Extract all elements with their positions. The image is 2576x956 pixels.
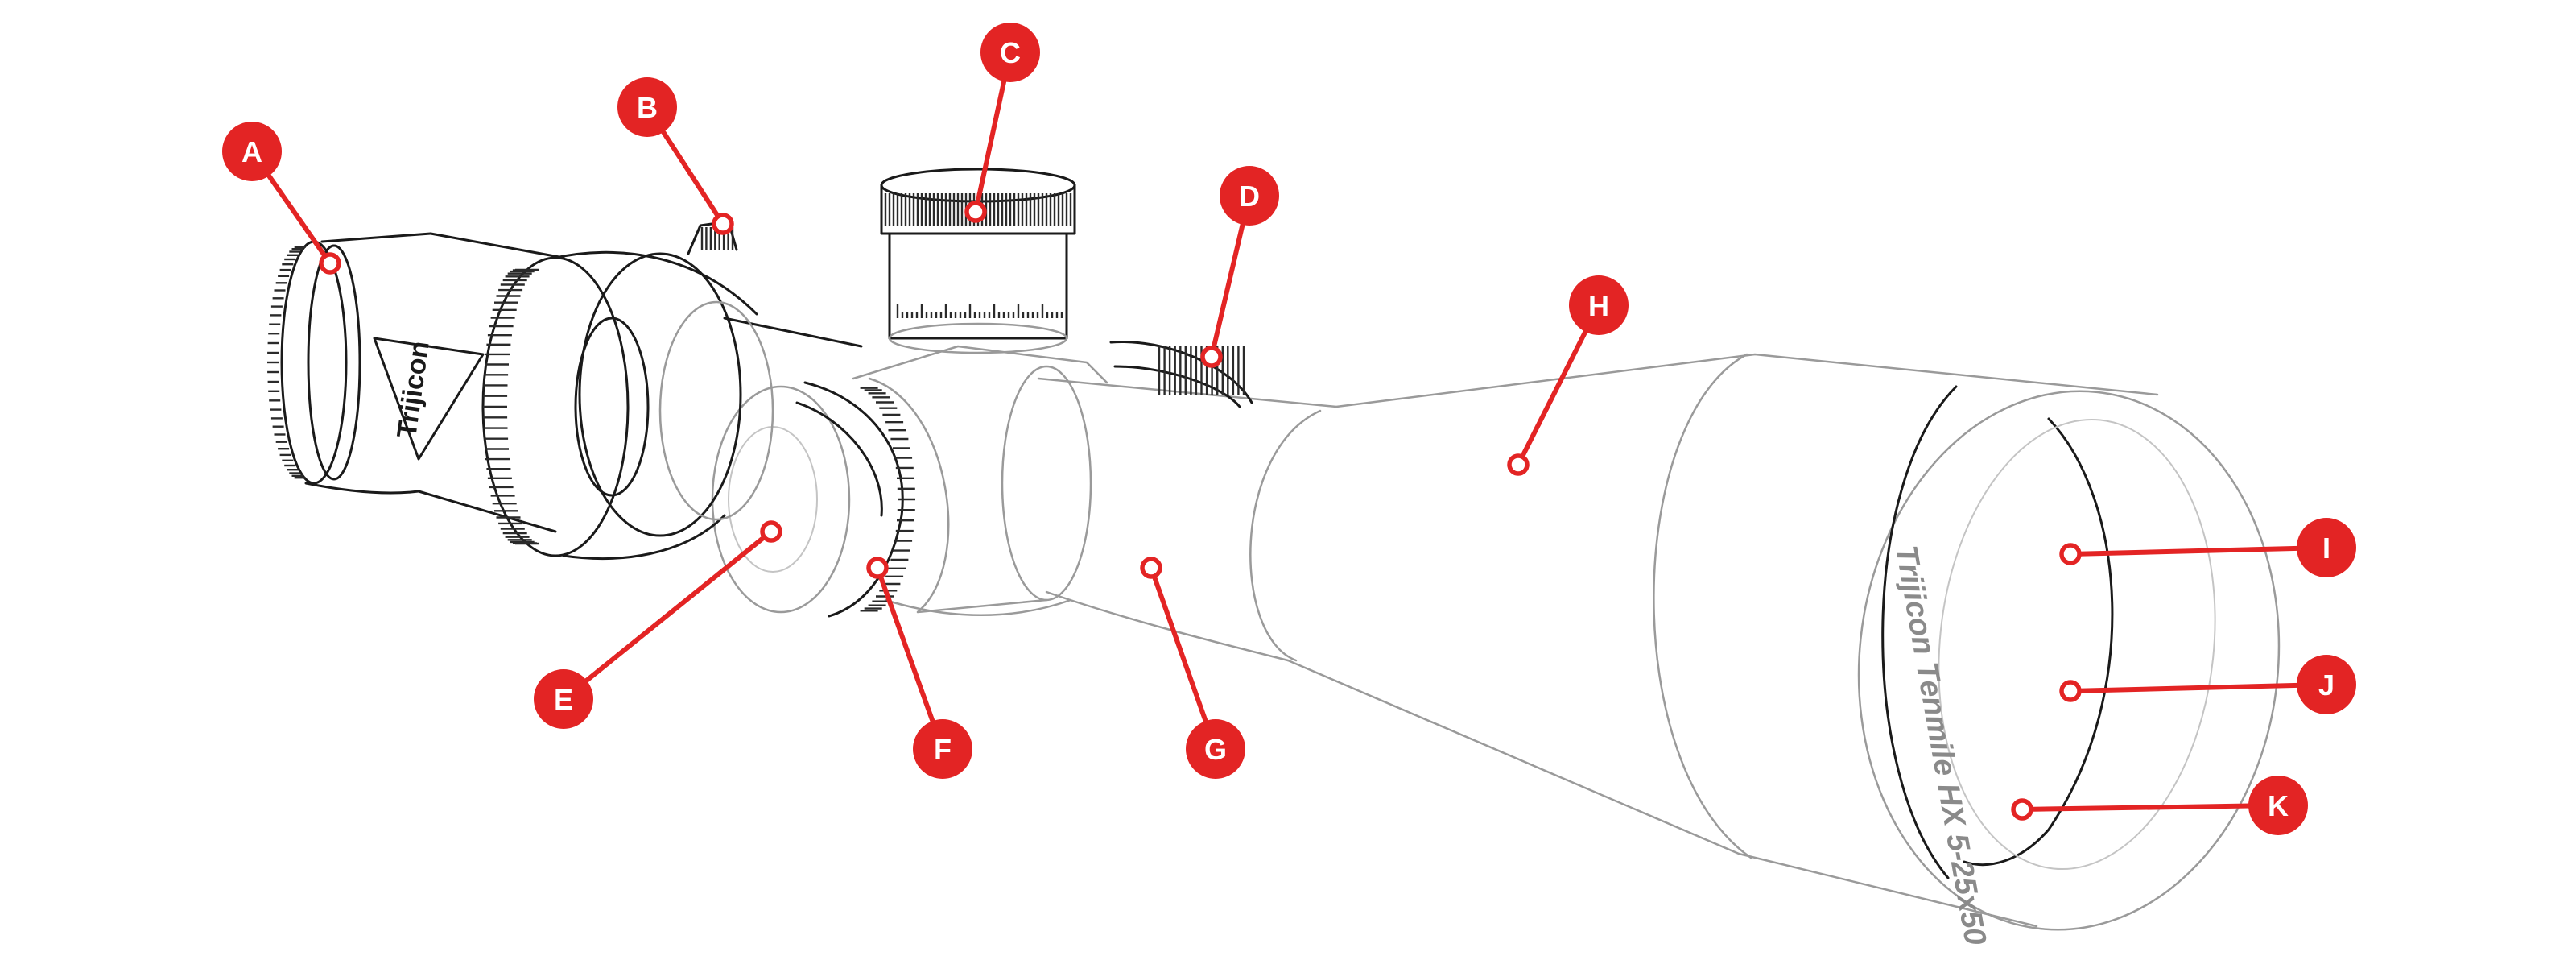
callout-label-J: J [2318,668,2334,701]
callout-A[interactable]: A [222,122,341,275]
elevation-turret [880,168,1076,354]
elevation-scale-ticks [896,304,1063,318]
engraving-text: Trijicon Tenmile HX 5-25x50 [1889,543,1992,947]
callout-D[interactable]: D [1200,166,1279,368]
brand-logo: Trijicon [373,337,485,461]
anchor-point-H [1507,453,1530,476]
anchor-point-J [2059,680,2082,702]
callout-label-A: A [242,135,262,168]
callout-label-K: K [2268,789,2289,822]
objective-bell: Trijicon Tenmile HX 5-25x50 [1037,353,2281,948]
callouts: A B C D E F [222,23,2356,835]
callout-H[interactable]: H [1507,275,1629,476]
callout-G[interactable]: G [1140,557,1245,779]
magnification-knurling [483,268,539,545]
callout-label-G: G [1204,733,1227,766]
callout-F[interactable]: F [866,557,972,779]
callout-label-F: F [934,733,952,766]
anchor-point-F [866,557,889,579]
anchor-point-D [1200,346,1223,368]
anchor-point-A [319,252,341,275]
anchor-point-B [712,213,734,235]
anchor-point-I [2059,543,2082,565]
callout-K[interactable]: K [2011,776,2308,835]
side-focus-knurling [860,387,915,612]
anchor-point-E [760,520,782,543]
side-focus-turret [711,381,915,618]
brand-logo-text: Trijicon [391,339,435,440]
turret-housing [711,168,1253,618]
callout-label-E: E [554,683,573,716]
elevation-knurling [884,193,1072,226]
callout-B[interactable]: B [617,77,734,235]
callout-E[interactable]: E [534,520,782,729]
callout-label-H: H [1588,289,1609,322]
callout-C[interactable]: C [964,23,1040,223]
callout-I[interactable]: I [2059,518,2356,577]
callout-label-D: D [1239,180,1260,213]
ocular-assembly: Trijicon [267,220,863,560]
callout-label-C: C [1000,36,1021,69]
windage-turret [1109,341,1253,408]
callout-label-B: B [637,91,658,124]
anchor-point-K [2011,798,2033,821]
anchor-point-G [1140,557,1162,579]
callout-J[interactable]: J [2059,655,2356,714]
ocular-knurling [267,246,306,479]
anchor-point-C [964,201,987,223]
riflescope-illustration: Trijicon Tenmile HX 5-25x50 [267,168,2281,948]
callout-label-I: I [2322,532,2330,565]
